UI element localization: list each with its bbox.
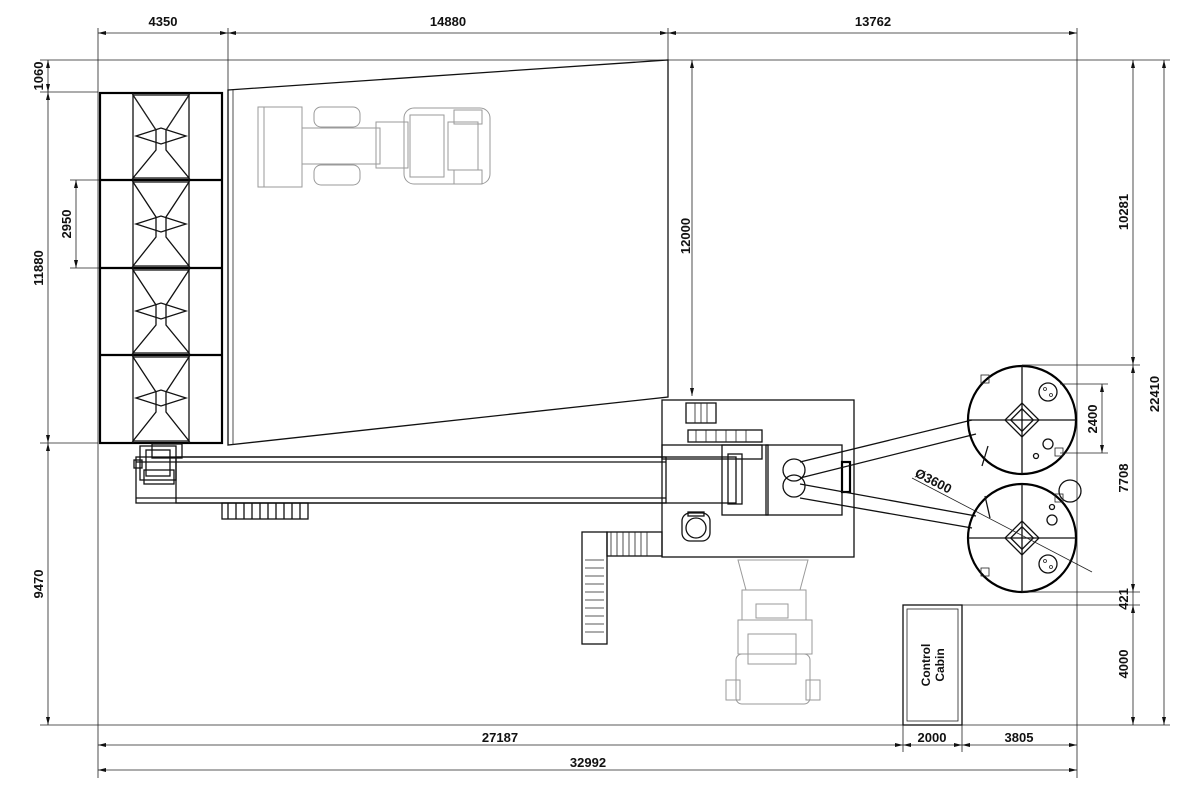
- conveyor-rollers: [227, 503, 301, 519]
- dim-right-total: 22410: [1147, 376, 1162, 412]
- dim-top-middle: 14880: [430, 14, 466, 29]
- aggregate-bins: [98, 91, 224, 445]
- dim-left-upper: 11880: [31, 250, 46, 285]
- dim-right-silo-zone: 7708: [1116, 464, 1131, 493]
- dim-middle-vertical: 12000: [678, 218, 693, 254]
- tower-stairs: [694, 403, 747, 442]
- control-cabin: Control Cabin: [902, 604, 963, 726]
- right-dimension-chain: 22410 10281 7708 421 4000 2400: [962, 59, 1170, 726]
- mixer-truck: [725, 559, 821, 705]
- cabin-label-line2: Cabin: [933, 648, 947, 681]
- dim-bottom-right: 3805: [1005, 730, 1034, 745]
- bin-hopper-1: [131, 94, 191, 179]
- screw-conveyors: [799, 419, 977, 529]
- loading-area: [227, 59, 669, 446]
- dim-bottom-total: 32992: [570, 755, 606, 770]
- dim-left-top: 1060: [31, 62, 46, 91]
- dim-right-cabin: 4000: [1116, 650, 1131, 679]
- middle-dimension: 12000: [678, 60, 694, 396]
- dim-right-upper: 10281: [1116, 194, 1131, 230]
- cement-silo-lower: [966, 479, 1082, 594]
- dim-silo-spacing: 2400: [1085, 405, 1100, 434]
- cement-silo-upper: [966, 364, 1078, 476]
- dim-bottom-cabin: 2000: [918, 730, 947, 745]
- mixer-tower: [581, 399, 855, 645]
- bin-hopper-3: [131, 269, 191, 354]
- bottom-dimension-chain: 27187 2000 3805 32992: [97, 725, 1078, 778]
- dim-silo-diameter: Ø3600: [913, 465, 955, 496]
- dim-top-right: 13762: [855, 14, 891, 29]
- bin-hopper-2: [131, 181, 191, 267]
- cabin-label-line1: Control: [919, 644, 933, 687]
- left-dimension-chain: 1060 11880 9470 2950: [31, 59, 905, 726]
- dim-bottom-main: 27187: [482, 730, 518, 745]
- dim-right-gap: 421: [1116, 588, 1131, 610]
- dim-top-left: 4350: [149, 14, 178, 29]
- dim-left-lower: 9470: [31, 570, 46, 599]
- main-conveyor: [133, 443, 737, 520]
- wheel-loader: [257, 106, 491, 188]
- top-dimension-chain: 4350 14880 13762: [97, 14, 1078, 745]
- dim-bin-pitch: 2950: [59, 210, 74, 239]
- bin-hopper-4: [131, 356, 191, 442]
